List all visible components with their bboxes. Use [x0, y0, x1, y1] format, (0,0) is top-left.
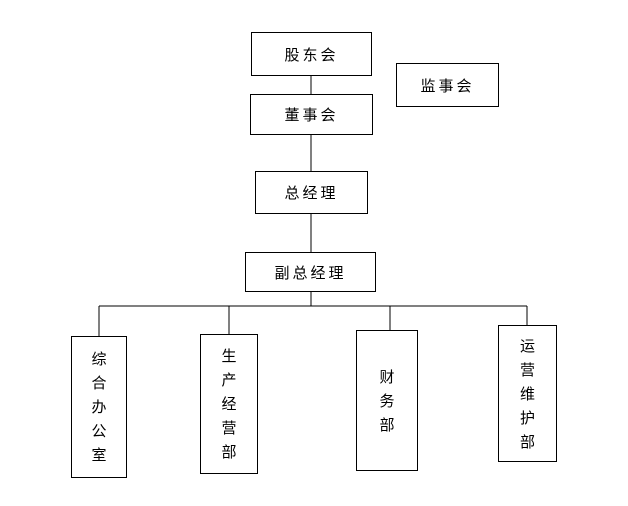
node-admin-office: 综 合 办 公 室	[71, 336, 127, 478]
node-operations-char: 部	[519, 432, 535, 451]
node-production-char: 产	[221, 371, 237, 389]
node-finance-char: 部	[379, 415, 395, 434]
node-operations-char: 维	[519, 384, 535, 403]
node-production-char: 营	[221, 419, 237, 437]
node-finance: 财 务 部	[356, 330, 418, 471]
node-finance-char: 财	[379, 367, 395, 386]
node-production-char: 部	[221, 443, 237, 461]
node-admin-office-char: 办	[91, 398, 107, 416]
node-operations-char: 运	[519, 336, 535, 355]
node-production-char: 生	[221, 347, 237, 365]
node-board-label: 董事会	[284, 106, 339, 124]
node-operations-char: 护	[519, 408, 535, 427]
node-general-manager-label: 总经理	[284, 184, 339, 202]
node-supervisors: 监事会	[396, 63, 499, 107]
node-admin-office-char: 室	[91, 446, 107, 464]
node-general-manager: 总经理	[255, 171, 368, 214]
node-shareholders: 股东会	[251, 32, 372, 76]
node-operations-char: 营	[519, 360, 535, 379]
node-supervisors-label: 监事会	[420, 76, 475, 95]
node-admin-office-char: 合	[91, 374, 107, 392]
node-shareholders-label: 股东会	[284, 45, 339, 64]
node-finance-char: 务	[379, 391, 395, 410]
node-production: 生 产 经 营 部	[200, 334, 258, 474]
node-production-char: 经	[221, 395, 237, 413]
node-deputy-gm-label: 副总经理	[274, 263, 347, 282]
node-admin-office-char: 公	[91, 422, 107, 440]
node-operations: 运 营 维 护 部	[498, 325, 557, 462]
node-admin-office-char: 综	[91, 350, 107, 368]
node-deputy-gm: 副总经理	[245, 252, 376, 292]
node-board: 董事会	[250, 94, 373, 135]
